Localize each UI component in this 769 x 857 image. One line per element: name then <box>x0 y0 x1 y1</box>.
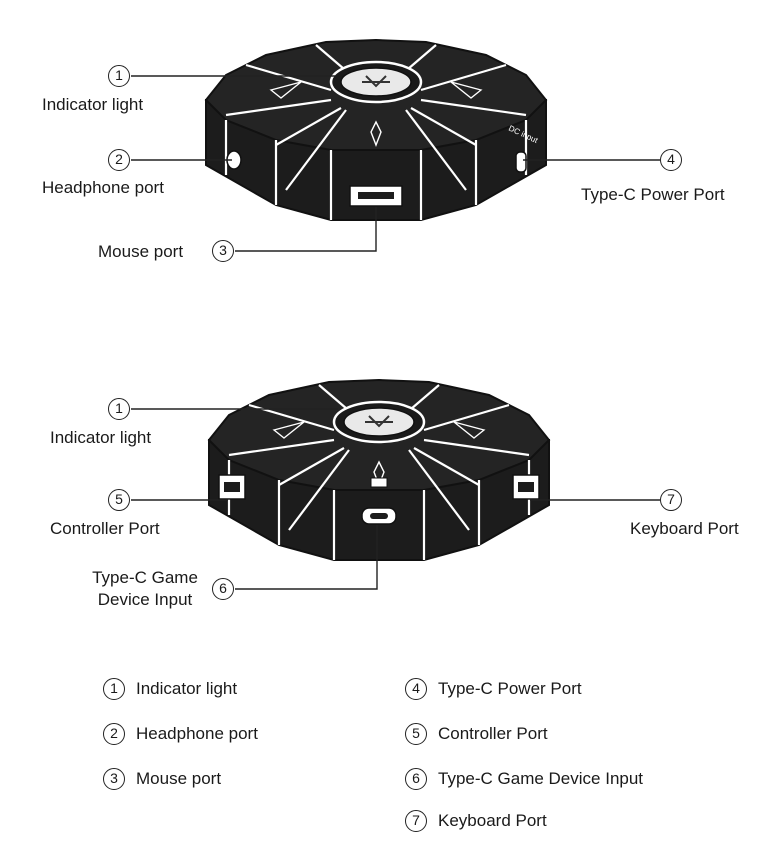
legend-label: Headphone port <box>136 724 258 743</box>
legend-number: 5 <box>405 723 427 745</box>
callout-7-label: Keyboard Port <box>630 519 739 538</box>
legend-number: 1 <box>103 678 125 700</box>
type-c-power-port-icon <box>515 151 527 173</box>
legend-label: Indicator light <box>136 679 238 698</box>
callout-2-number: 2 <box>108 149 130 171</box>
legend-label: Type-C Game Device Input <box>438 769 644 788</box>
callout-5-label: Controller Port <box>50 519 160 538</box>
legend-number: 7 <box>405 810 427 832</box>
callout-1-bottom-number: 1 <box>108 398 130 420</box>
leader-line-3 <box>235 207 377 252</box>
callout-6-label: Type-C Game Device Input <box>92 568 198 609</box>
callout-5-number: 5 <box>108 489 130 511</box>
legend-number: 6 <box>405 768 427 790</box>
legend-number: 2 <box>103 723 125 745</box>
callout-4-label: Type-C Power Port <box>581 185 725 204</box>
device-top-view: DC input <box>204 38 548 222</box>
keyboard-port-icon <box>512 474 540 500</box>
callout-7-number: 7 <box>660 489 682 511</box>
callout-2-label: Headphone port <box>42 178 164 197</box>
callout-1-top-number: 1 <box>108 65 130 87</box>
legend-label: Controller Port <box>438 724 548 743</box>
callout-6-number: 6 <box>212 578 234 600</box>
leader-line-6 <box>235 525 378 590</box>
legend-number: 3 <box>103 768 125 790</box>
callout-1-top-label: Indicator light <box>42 95 144 114</box>
device-bottom-view <box>207 378 551 562</box>
callout-1-bottom-label: Indicator light <box>50 428 152 447</box>
legend-label: Mouse port <box>136 769 222 788</box>
callout-3-label: Mouse port <box>98 242 184 261</box>
legend-number: 4 <box>405 678 427 700</box>
legend-label: Type-C Power Port <box>438 679 582 698</box>
callout-4-number: 4 <box>660 149 682 171</box>
legend-label: Keyboard Port <box>438 811 547 830</box>
callout-3-number: 3 <box>212 240 234 262</box>
